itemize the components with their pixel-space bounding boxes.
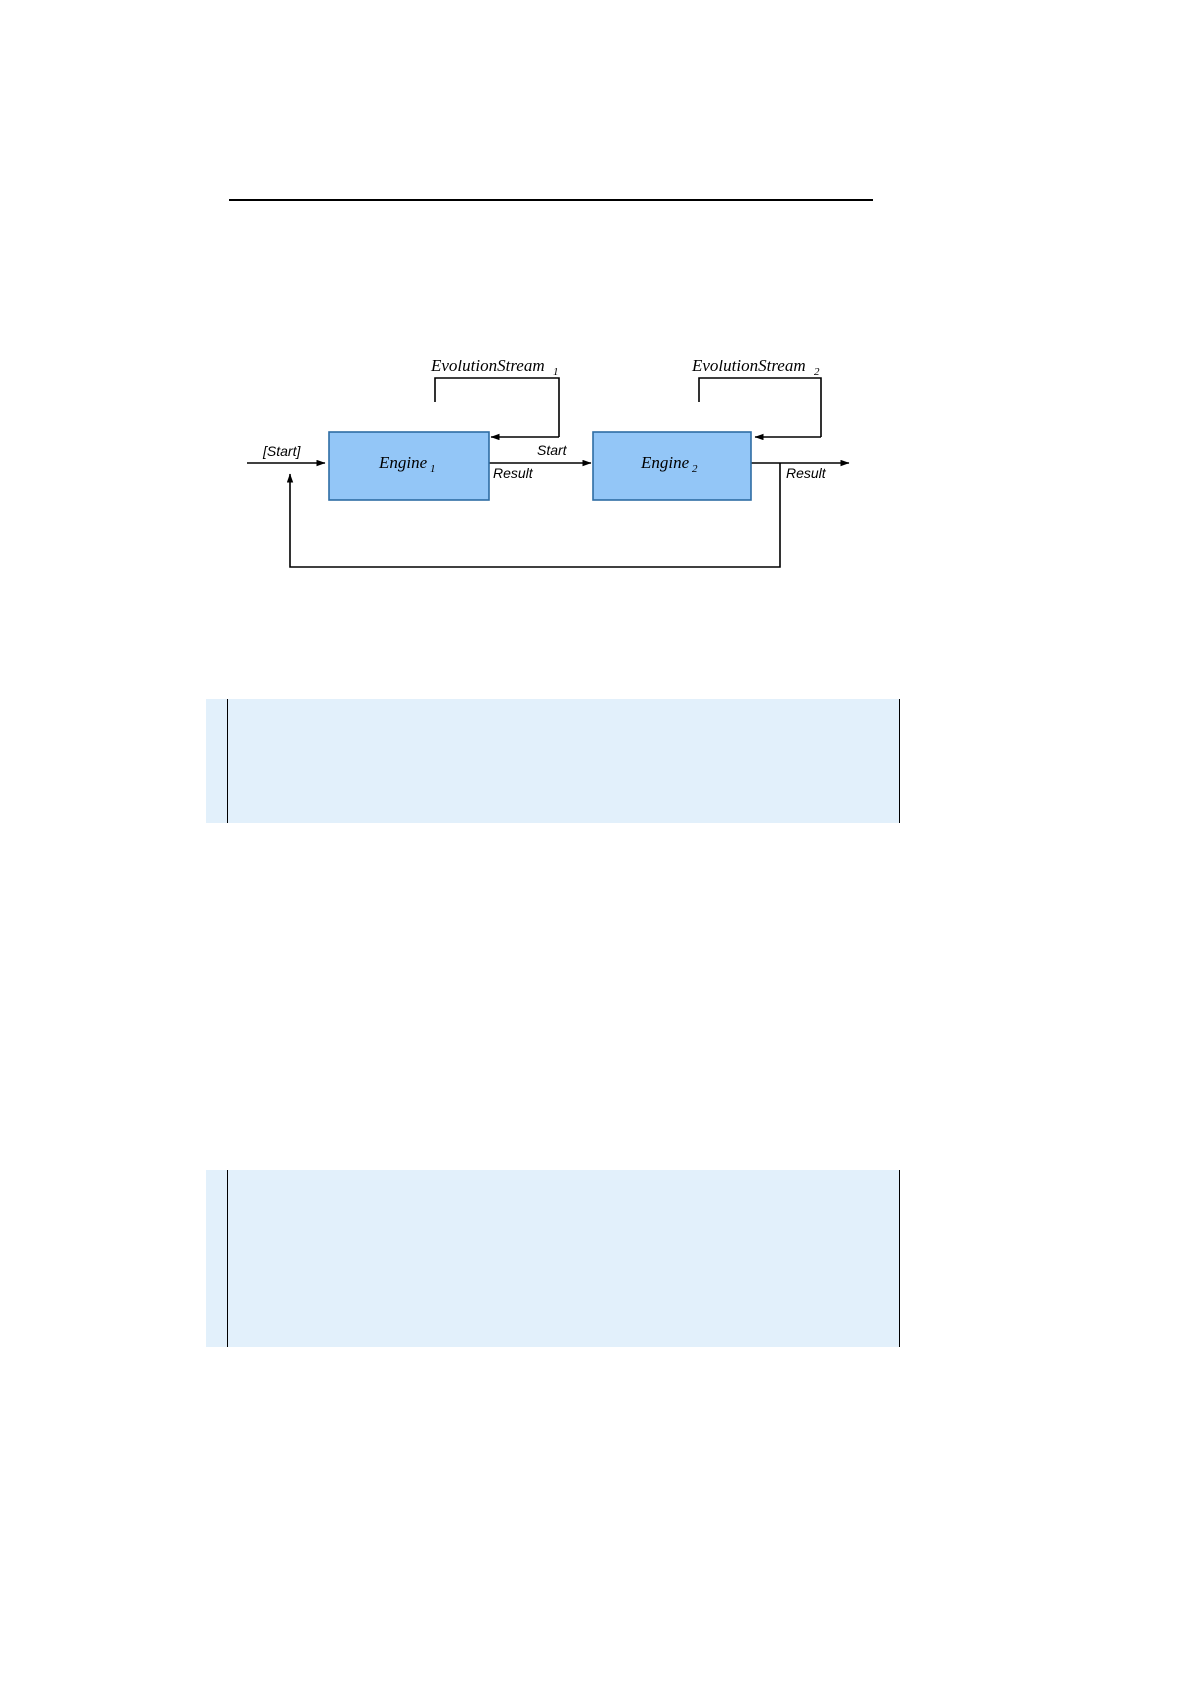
evolution-stream-2-subscript: 2: [814, 366, 820, 378]
code-block-1-gutter-rule: [227, 699, 228, 823]
header-rule: [229, 199, 873, 201]
node-engine-1-label: Engine: [378, 453, 428, 472]
edge-label-engine1-result: Result: [493, 465, 534, 481]
edge-label-engine2-result: Result: [786, 465, 827, 481]
label-evolution-stream-1: EvolutionStream 1: [430, 360, 559, 378]
node-engine-2[interactable]: Engine 2: [592, 431, 752, 501]
diagram-canvas: Engine 1 Engine 2 EvolutionStream 1 Evol…: [247, 360, 850, 568]
edge-label-engine2-start: Start: [537, 442, 568, 458]
code-block-2: [206, 1170, 900, 1347]
evolution-stream-1-subscript: 1: [553, 366, 559, 378]
label-evolution-stream-2: EvolutionStream 2: [691, 360, 820, 378]
node-engine-1-box[interactable]: [328, 431, 490, 501]
node-engine-2-label: Engine: [640, 453, 690, 472]
edge-feedback-loop: [286, 463, 781, 568]
figure-engine-composition: Engine 1 Engine 2 EvolutionStream 1 Evol…: [229, 360, 873, 580]
node-engine-1[interactable]: Engine 1: [328, 431, 490, 501]
code-block-1: [206, 699, 900, 823]
node-engine-2-box[interactable]: [592, 431, 752, 501]
evolution-stream-2-loop: [698, 377, 822, 441]
node-engine-1-subscript: 1: [430, 463, 436, 475]
node-engine-2-subscript: 2: [692, 463, 698, 475]
evolution-stream-1-text: EvolutionStream: [430, 360, 545, 375]
code-block-2-gutter-rule: [227, 1170, 228, 1347]
code-block-1-right-rule: [899, 699, 900, 823]
edge-label-start-input: [Start]: [262, 443, 301, 459]
evolution-stream-2-text: EvolutionStream: [691, 360, 806, 375]
evolution-stream-1-loop: [434, 377, 560, 441]
code-block-2-right-rule: [899, 1170, 900, 1347]
